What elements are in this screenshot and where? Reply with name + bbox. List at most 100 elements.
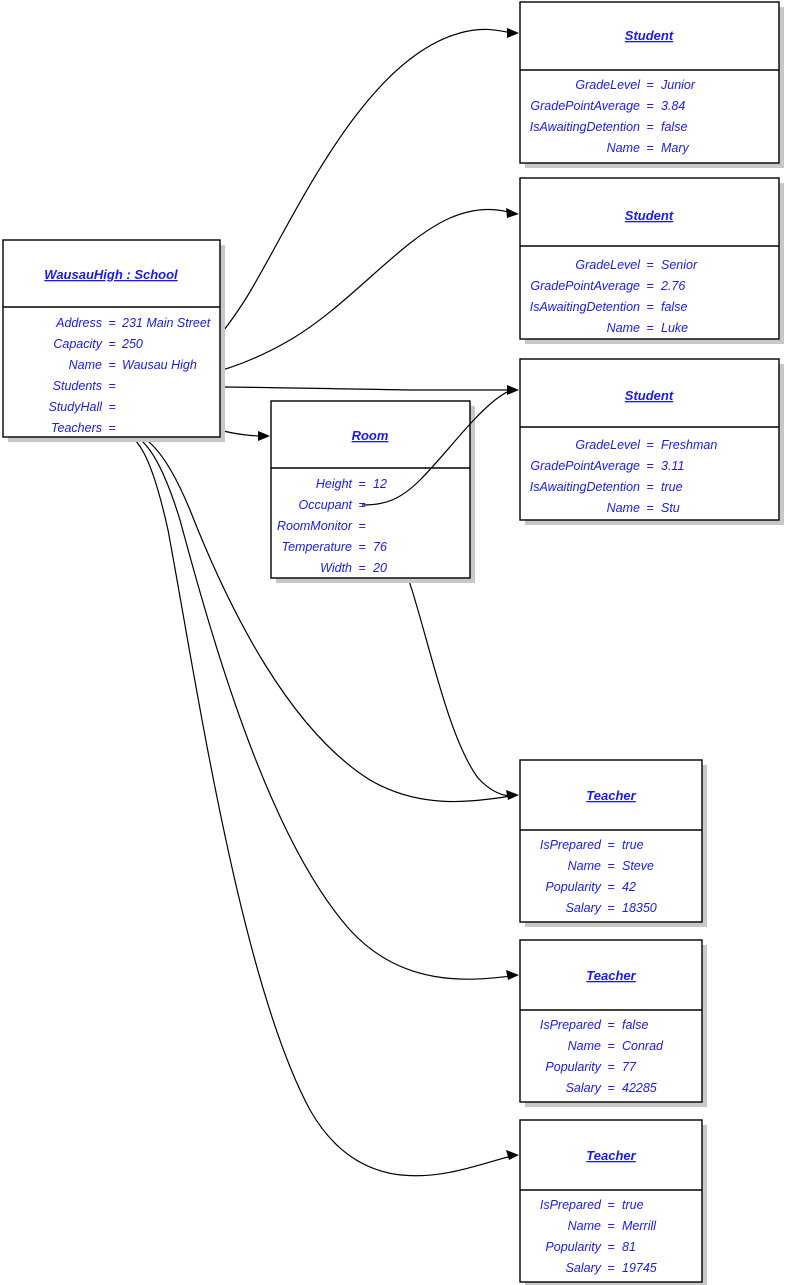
attribute-name: Name <box>69 358 102 372</box>
equals-sign: = <box>607 1219 614 1233</box>
object-box-student-3[interactable]: Student GradeLevel = Freshman GradePoint… <box>519 358 784 525</box>
attribute-value: 12 <box>373 477 387 491</box>
box-outline <box>519 939 703 1103</box>
attribute-value: 231 Main Street <box>121 316 211 330</box>
arrowhead-icon <box>507 385 519 395</box>
equals-sign: = <box>607 1060 614 1074</box>
object-box-teacher-3[interactable]: Teacher IsPrepared = true Name = Merrill… <box>519 1119 707 1285</box>
object-box-student-2[interactable]: Student GradeLevel = Senior GradePointAv… <box>519 177 784 344</box>
equals-sign: = <box>358 477 365 491</box>
attribute-value: 42285 <box>622 1081 657 1095</box>
equals-sign: = <box>646 438 653 452</box>
attribute-value: Freshman <box>661 438 717 452</box>
attribute-value: Junior <box>660 78 696 92</box>
object-title: Teacher <box>586 788 636 803</box>
equals-sign: = <box>607 1261 614 1275</box>
equals-sign: = <box>646 501 653 515</box>
attribute-name: StudyHall <box>49 400 104 414</box>
attribute-value: 3.11 <box>661 459 684 473</box>
equals-sign: = <box>646 321 653 335</box>
link-school-teachers-teacher-3[interactable] <box>111 427 519 1177</box>
attribute-value: 76 <box>373 540 387 554</box>
equals-sign: = <box>108 316 115 330</box>
equals-sign: = <box>607 1039 614 1053</box>
attribute-name: RoomMonitor <box>277 519 353 533</box>
equals-sign: = <box>108 400 115 414</box>
attribute-value: 81 <box>622 1240 636 1254</box>
attribute-name: Salary <box>566 1081 602 1095</box>
attribute-value: 18350 <box>622 901 657 915</box>
attribute-name: Popularity <box>545 880 601 894</box>
object-title: Teacher <box>586 1148 636 1163</box>
attribute-name: IsPrepared <box>540 1018 602 1032</box>
attribute-name: Capacity <box>53 337 102 351</box>
arrowhead-icon <box>506 208 519 218</box>
box-outline <box>519 177 780 340</box>
attribute-name: Popularity <box>545 1060 601 1074</box>
arrowhead-icon <box>506 970 519 980</box>
object-box-school[interactable]: WausauHigh : School Address = 231 Main S… <box>2 239 225 442</box>
equals-sign: = <box>108 337 115 351</box>
attribute-name: Name <box>607 501 640 515</box>
object-title: Room <box>352 428 389 443</box>
attribute-name: Teachers <box>51 421 102 435</box>
attribute-name: Height <box>316 477 353 491</box>
attribute-name: Name <box>607 321 640 335</box>
object-box-room[interactable]: Room Height = 12 Occupant = RoomMonitor … <box>270 400 475 583</box>
object-title: Student <box>625 388 674 403</box>
equals-sign: = <box>646 258 653 272</box>
attribute-name: GradeLevel <box>575 78 641 92</box>
attribute-value: 20 <box>372 561 387 575</box>
object-title: WausauHigh : School <box>44 267 178 282</box>
attribute-value: Wausau High <box>122 358 197 372</box>
attribute-name: IsAwaitingDetention <box>530 300 640 314</box>
arrowhead-icon <box>258 431 270 441</box>
attribute-name: IsPrepared <box>540 838 602 852</box>
attribute-value: 77 <box>622 1060 637 1074</box>
attribute-name: GradePointAverage <box>530 279 640 293</box>
attribute-name: Name <box>568 1219 601 1233</box>
equals-sign: = <box>108 358 115 372</box>
attribute-name: Occupant <box>298 498 352 512</box>
equals-sign: = <box>358 561 365 575</box>
equals-sign: = <box>108 421 115 435</box>
box-outline <box>519 358 780 521</box>
equals-sign: = <box>646 99 653 113</box>
attribute-name: Name <box>607 141 640 155</box>
attribute-value: false <box>622 1018 648 1032</box>
equals-sign: = <box>607 1018 614 1032</box>
link-school-teachers-teacher-1[interactable] <box>111 427 519 803</box>
attribute-value: true <box>622 838 644 852</box>
link-layer <box>111 28 519 1177</box>
equals-sign: = <box>358 540 365 554</box>
attribute-value: 250 <box>121 337 143 351</box>
attribute-value: Senior <box>661 258 698 272</box>
attribute-name: Students <box>53 379 102 393</box>
attribute-name: GradeLevel <box>575 258 641 272</box>
equals-sign: = <box>607 901 614 915</box>
equals-sign: = <box>646 279 653 293</box>
object-box-teacher-2[interactable]: Teacher IsPrepared = false Name = Conrad… <box>519 939 707 1107</box>
attribute-name: GradePointAverage <box>530 99 640 113</box>
object-title: Teacher <box>586 968 636 983</box>
box-outline <box>519 1 780 164</box>
equals-sign: = <box>358 519 365 533</box>
attribute-name: GradeLevel <box>575 438 641 452</box>
attribute-name: Name <box>568 859 601 873</box>
equals-sign: = <box>646 141 653 155</box>
attribute-name: Popularity <box>545 1240 601 1254</box>
link-room-occupant-student-3[interactable] <box>361 389 513 506</box>
link-school-teachers-teacher-2[interactable] <box>111 427 519 980</box>
object-box-student-1[interactable]: Student GradeLevel = Junior GradePointAv… <box>519 1 784 168</box>
attribute-value: Mary <box>661 141 690 155</box>
attribute-name: Name <box>568 1039 601 1053</box>
box-outline <box>270 400 471 579</box>
equals-sign: = <box>607 1081 614 1095</box>
box-outline <box>519 1119 703 1283</box>
attribute-value: 3.84 <box>661 99 685 113</box>
attribute-name: Address <box>55 316 102 330</box>
object-title: Student <box>625 208 674 223</box>
attribute-value: Steve <box>622 859 654 873</box>
object-title: Student <box>625 28 674 43</box>
object-box-teacher-1[interactable]: Teacher IsPrepared = true Name = Steve P… <box>519 759 707 927</box>
